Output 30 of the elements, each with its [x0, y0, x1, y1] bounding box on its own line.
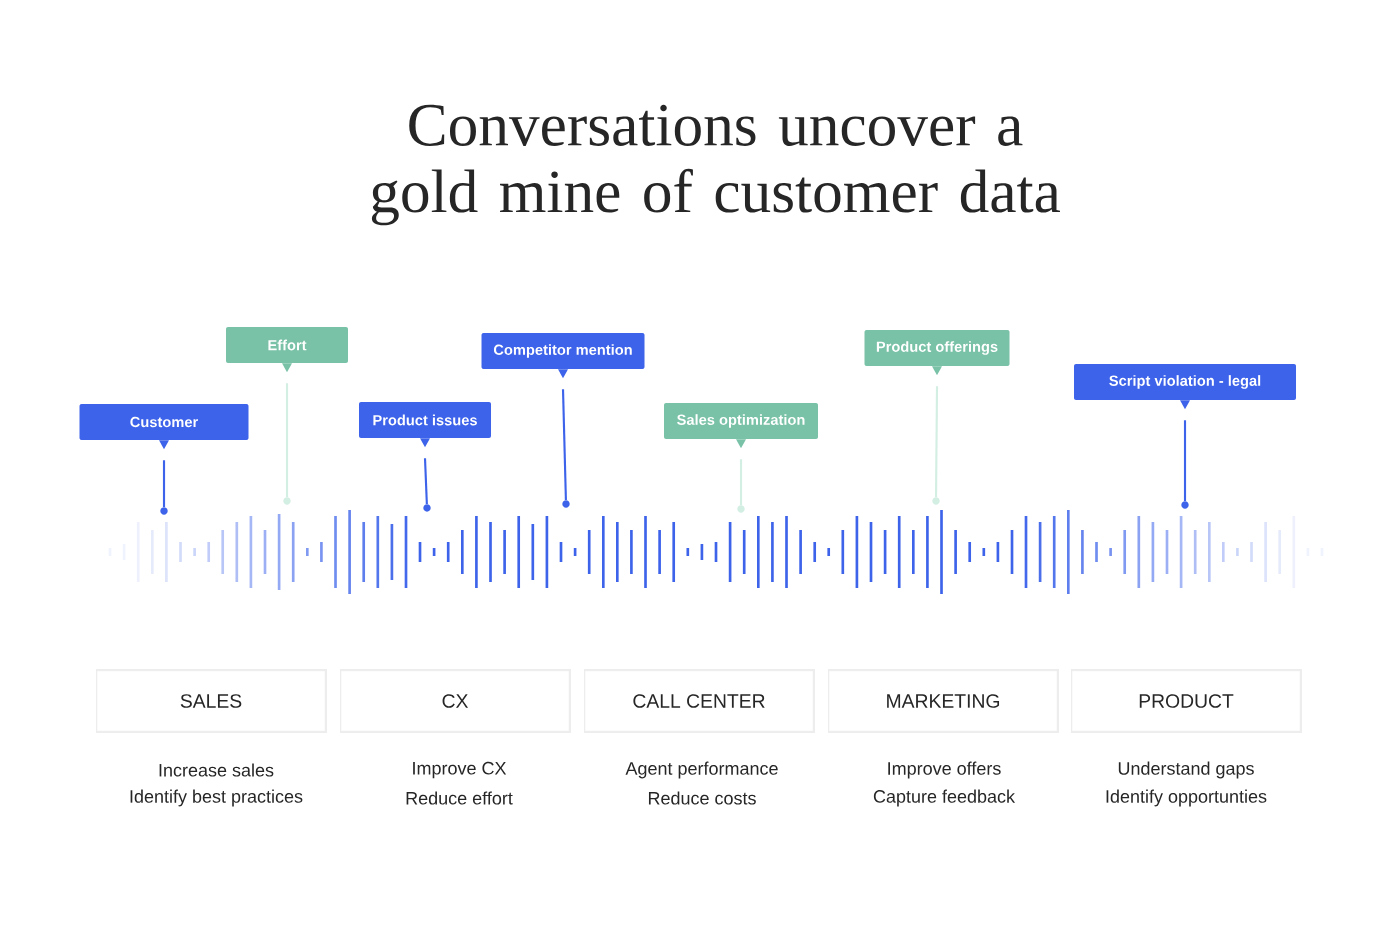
description-text: Improve CX: [413, 761, 507, 779]
leader-line: [1183, 420, 1187, 502]
leader-line: [561, 389, 567, 501]
category-box: CX: [340, 669, 571, 733]
tag-box: Customer: [79, 404, 249, 450]
leader-line: [423, 458, 428, 505]
title: Conversations uncover a gold mine of customer data: [371, 104, 1060, 226]
description-text: Understand gaps: [1118, 761, 1254, 779]
description-text: Reduce costs: [648, 791, 756, 805]
description-text: Increase sales: [159, 763, 274, 777]
description-text: Identify best practices: [130, 789, 303, 807]
leader-line: [285, 383, 289, 498]
category-box: CALL CENTER: [584, 669, 815, 733]
category-box: MARKETING: [828, 669, 1059, 733]
tag-box: Script violation - legal: [1074, 364, 1296, 410]
description-text: Capture feedback: [873, 789, 1016, 807]
description-text: Improve offers: [888, 761, 1001, 779]
description-text: Identify opportunties: [1106, 789, 1267, 807]
category-box: SALES: [96, 669, 327, 733]
category-box: PRODUCT: [1071, 669, 1302, 733]
description-text: Reduce effort: [406, 791, 513, 805]
leader-line: [739, 459, 743, 506]
leader-line: [934, 386, 939, 498]
tag-box: Product offerings: [864, 330, 1010, 376]
tag-box: Effort: [226, 327, 348, 373]
tag-box: Competitor mention: [481, 333, 645, 379]
description-text: Agent performance: [625, 761, 778, 779]
tag-box: Sales optimization: [664, 403, 818, 449]
tag-box: Product issues: [359, 402, 491, 448]
leader-line: [162, 460, 166, 508]
